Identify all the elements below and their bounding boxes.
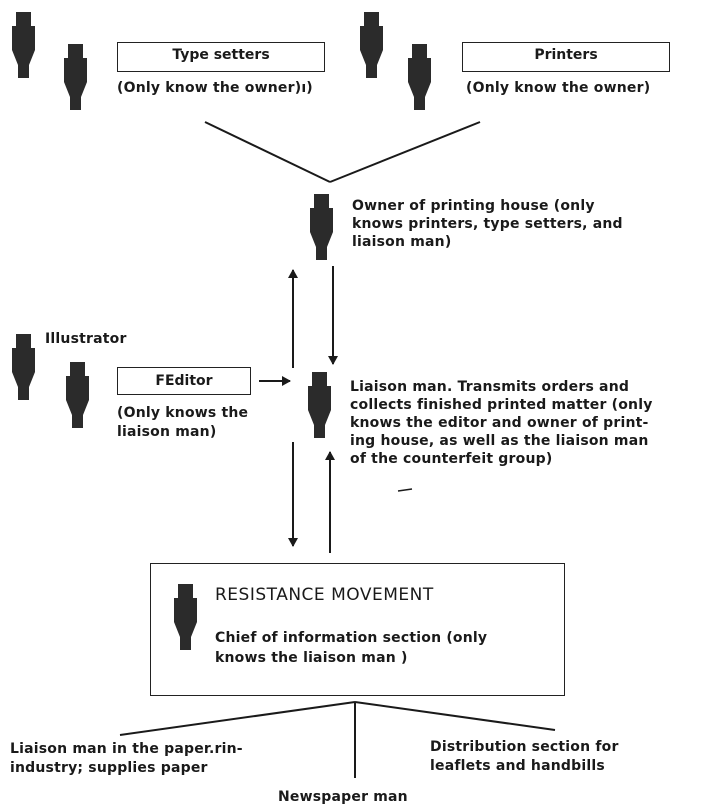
person-silhouette-icon [12, 334, 35, 400]
resistance-movement-box: RESISTANCE MOVEMENT Chief of information… [150, 563, 565, 696]
printers-label: Printers [534, 47, 598, 63]
owner-description: Owner of printing house (only knows prin… [352, 198, 623, 250]
printers-to-owner-line [329, 121, 481, 183]
printers-note: (Only know the owner) [466, 80, 651, 96]
typesetters-to-owner-line [204, 121, 331, 183]
editor-note: (Only knows the liaison man) [117, 405, 249, 440]
distribution-description: Distribution section for leaflets and ha… [430, 739, 619, 774]
illustrator-label: Illustrator [45, 331, 127, 347]
branch-to-paper-liaison-line [119, 701, 356, 736]
resistance-title: RESISTANCE MOVEMENT [215, 585, 434, 605]
editor-box: FEditor [117, 367, 251, 395]
printers-box: Printers [462, 42, 670, 72]
person-silhouette-icon [12, 12, 35, 78]
person-silhouette-icon [66, 362, 89, 428]
stray-mark [397, 488, 413, 492]
type-setters-box: Type setters [117, 42, 325, 72]
person-silhouette-icon [174, 584, 197, 650]
newspaper-man-label: Newspaper man [278, 789, 408, 805]
person-silhouette-icon [64, 44, 87, 110]
branch-to-distribution-line [354, 701, 556, 731]
person-silhouette-icon [310, 194, 333, 260]
type-setters-label: Type setters [172, 47, 270, 63]
chief-description: Chief of information section (only knows… [215, 630, 488, 666]
figures [12, 12, 431, 650]
person-silhouette-icon [408, 44, 431, 110]
type-setters-note: (Only know the owner)ı) [117, 80, 313, 96]
person-silhouette-icon [360, 12, 383, 78]
paper-liaison-description: Liaison man in the paper.rin- industry; … [10, 741, 243, 776]
editor-label: FEditor [155, 373, 213, 389]
person-silhouette-icon [308, 372, 331, 438]
liaison-description: Liaison man. Transmits orders and collec… [350, 379, 653, 467]
